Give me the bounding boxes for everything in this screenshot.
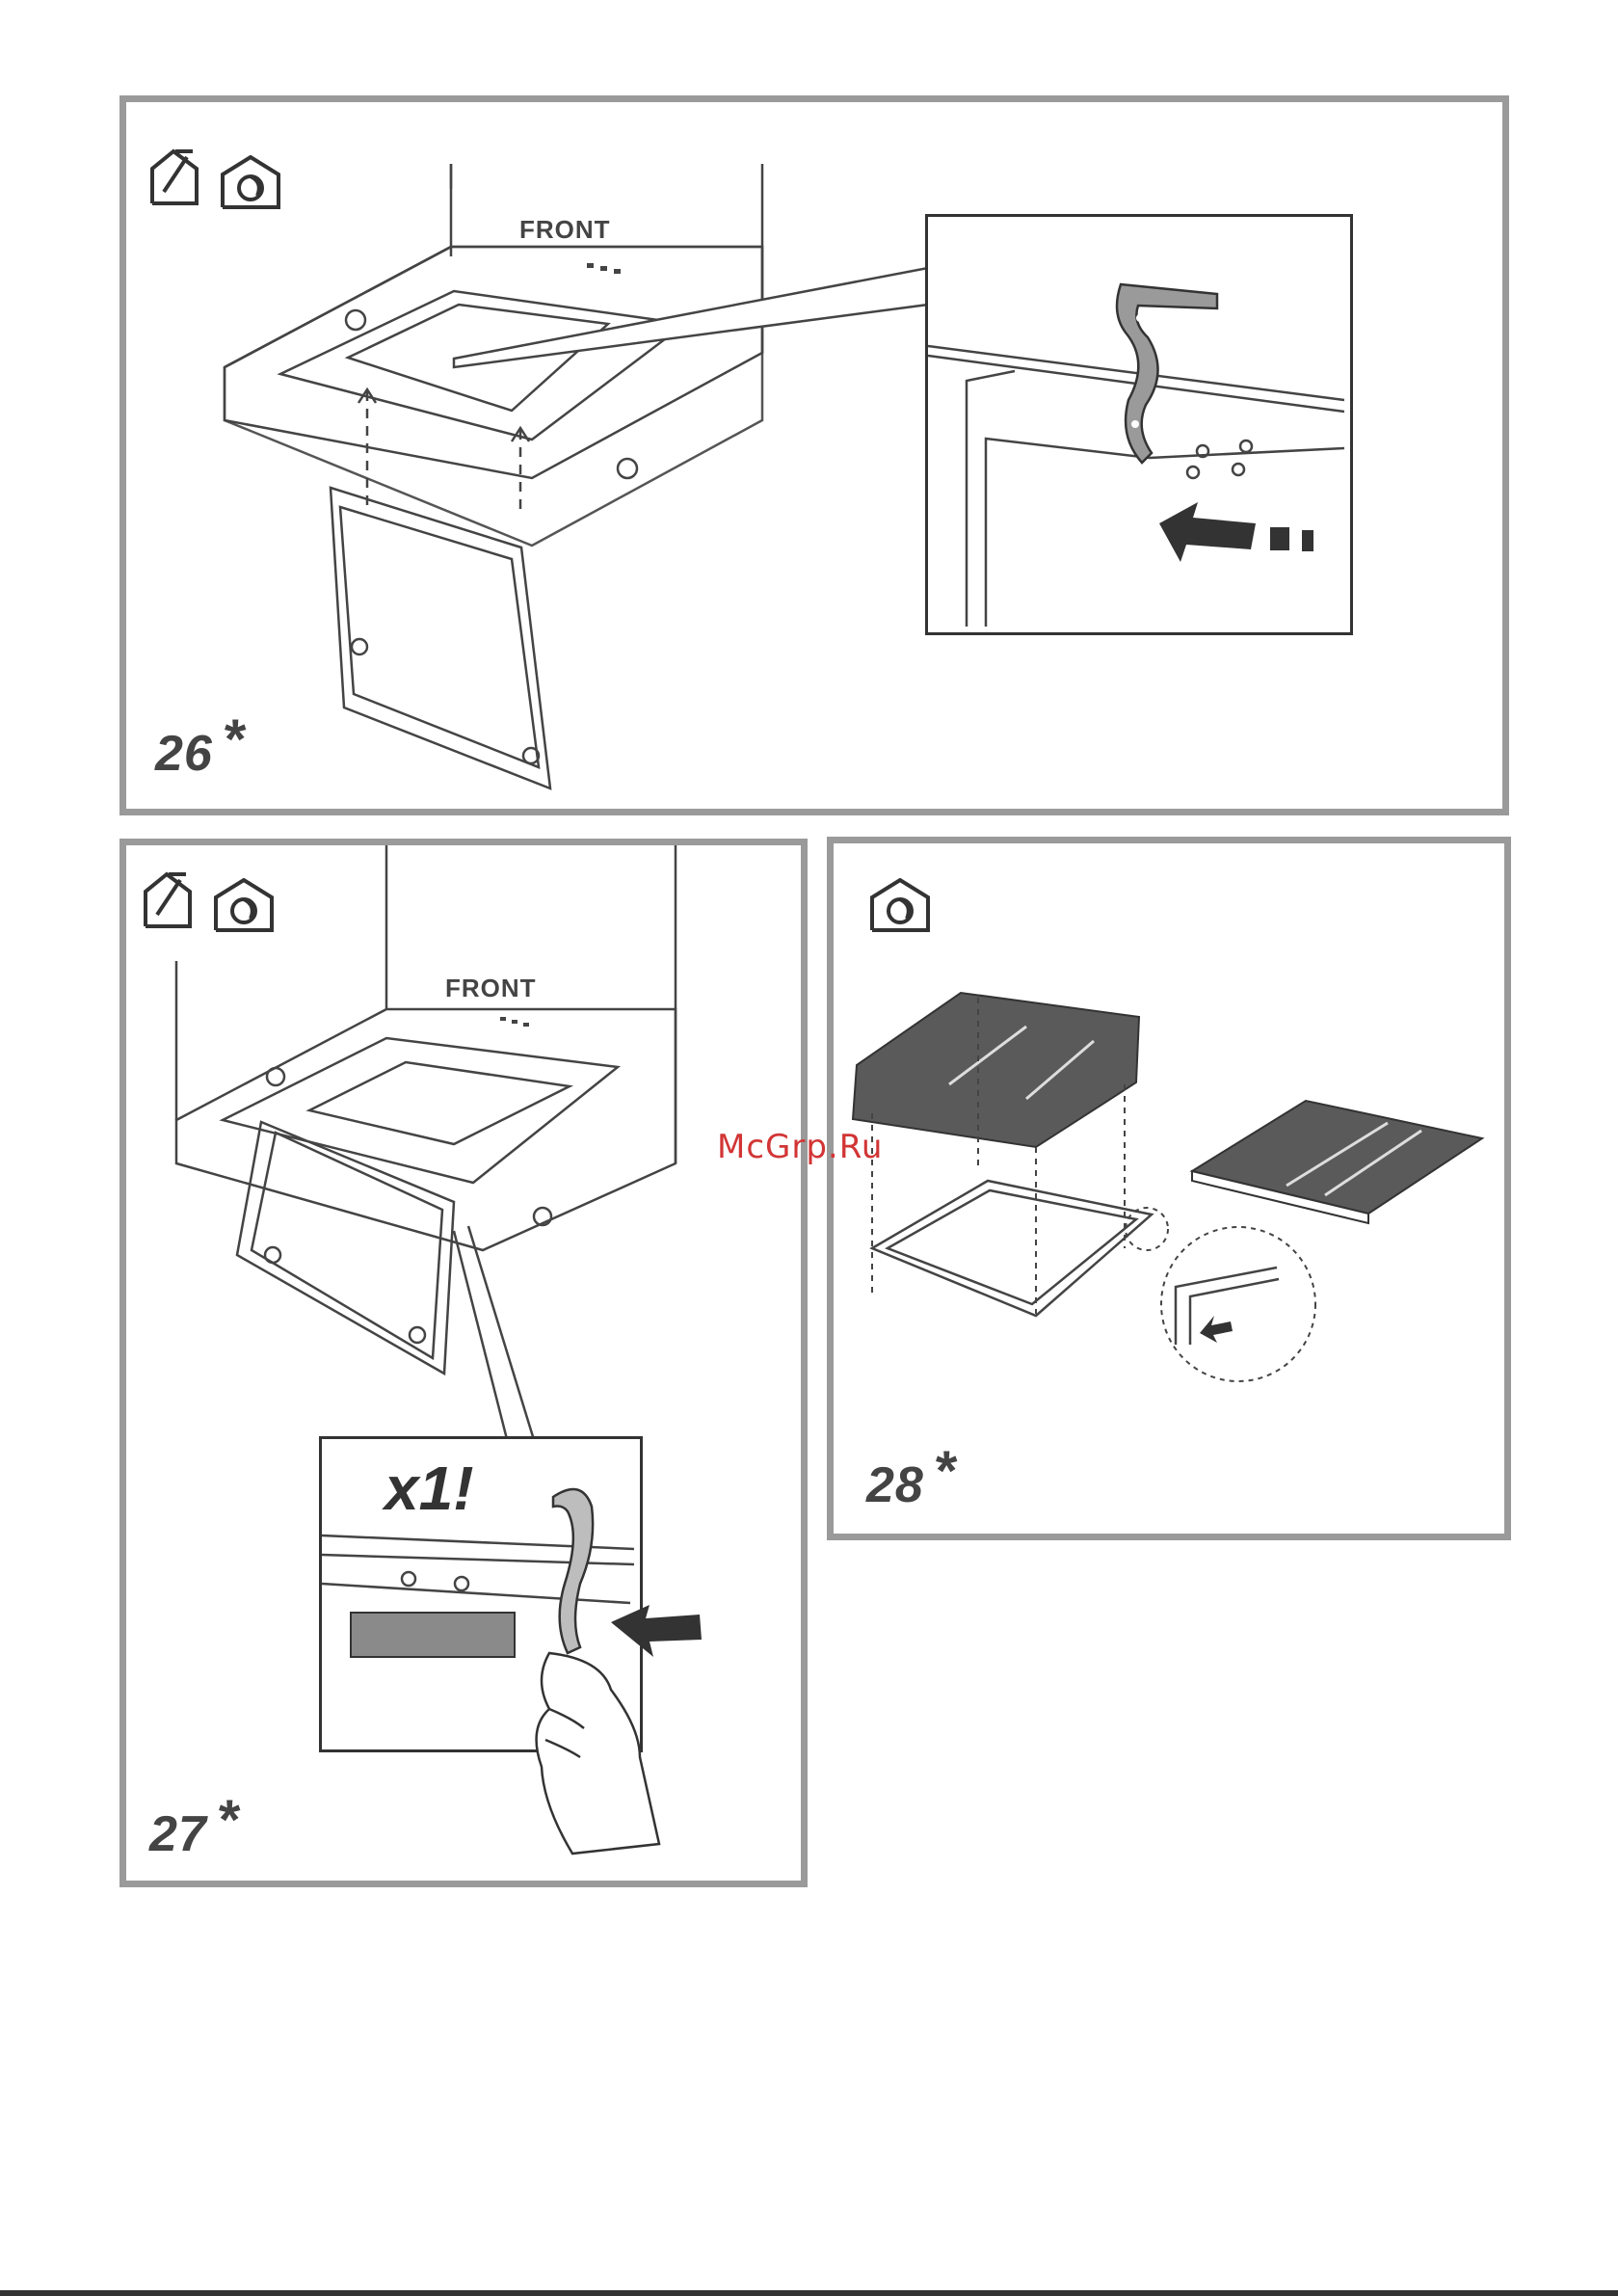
latch-detail-inset <box>319 1436 643 1752</box>
step-number-text: 26 <box>155 726 213 782</box>
step-number: 26* <box>155 719 247 784</box>
hinge-detail-drawing <box>928 217 1344 627</box>
step-number: 27* <box>149 1800 241 1864</box>
front-label: FRONT <box>445 974 537 1003</box>
recirculation-icon <box>870 878 930 932</box>
step-28-panel: 28* <box>827 837 1511 1540</box>
step-28-illustration <box>834 843 1504 1534</box>
step-asterisk: * <box>225 708 248 771</box>
x1-label: x1! <box>385 1453 474 1524</box>
step-26-panel: FRONT 26* <box>119 95 1509 815</box>
front-dashes <box>500 1015 539 1028</box>
recirculation-icon <box>221 155 280 209</box>
recirculation-icon <box>214 878 274 932</box>
step-number-text: 28 <box>866 1457 924 1513</box>
bottom-rule <box>0 2290 1618 2296</box>
step-asterisk: * <box>936 1440 959 1503</box>
carbon-filter-right <box>1192 1101 1482 1223</box>
push-arrow-icon <box>1159 502 1313 562</box>
step-asterisk: * <box>219 1789 242 1852</box>
step-27-panel: FRONT x1! <box>119 839 808 1887</box>
carbon-filter-left <box>853 993 1139 1147</box>
front-dashes <box>587 261 625 271</box>
front-label: FRONT <box>519 215 611 245</box>
hinge-detail-inset <box>925 214 1353 635</box>
push-arrow-icon <box>611 1605 702 1657</box>
filter-frame-left <box>872 1181 1152 1316</box>
slide-arrow-icon <box>1200 1316 1233 1343</box>
installation-icon <box>142 870 194 930</box>
latch-hook-icon <box>553 1489 593 1653</box>
hand-icon <box>537 1653 659 1854</box>
watermark: McGrp.Ru <box>717 1128 883 1166</box>
installation-icon <box>148 147 200 207</box>
step-number-text: 27 <box>149 1806 207 1862</box>
step-number: 28* <box>866 1451 958 1515</box>
